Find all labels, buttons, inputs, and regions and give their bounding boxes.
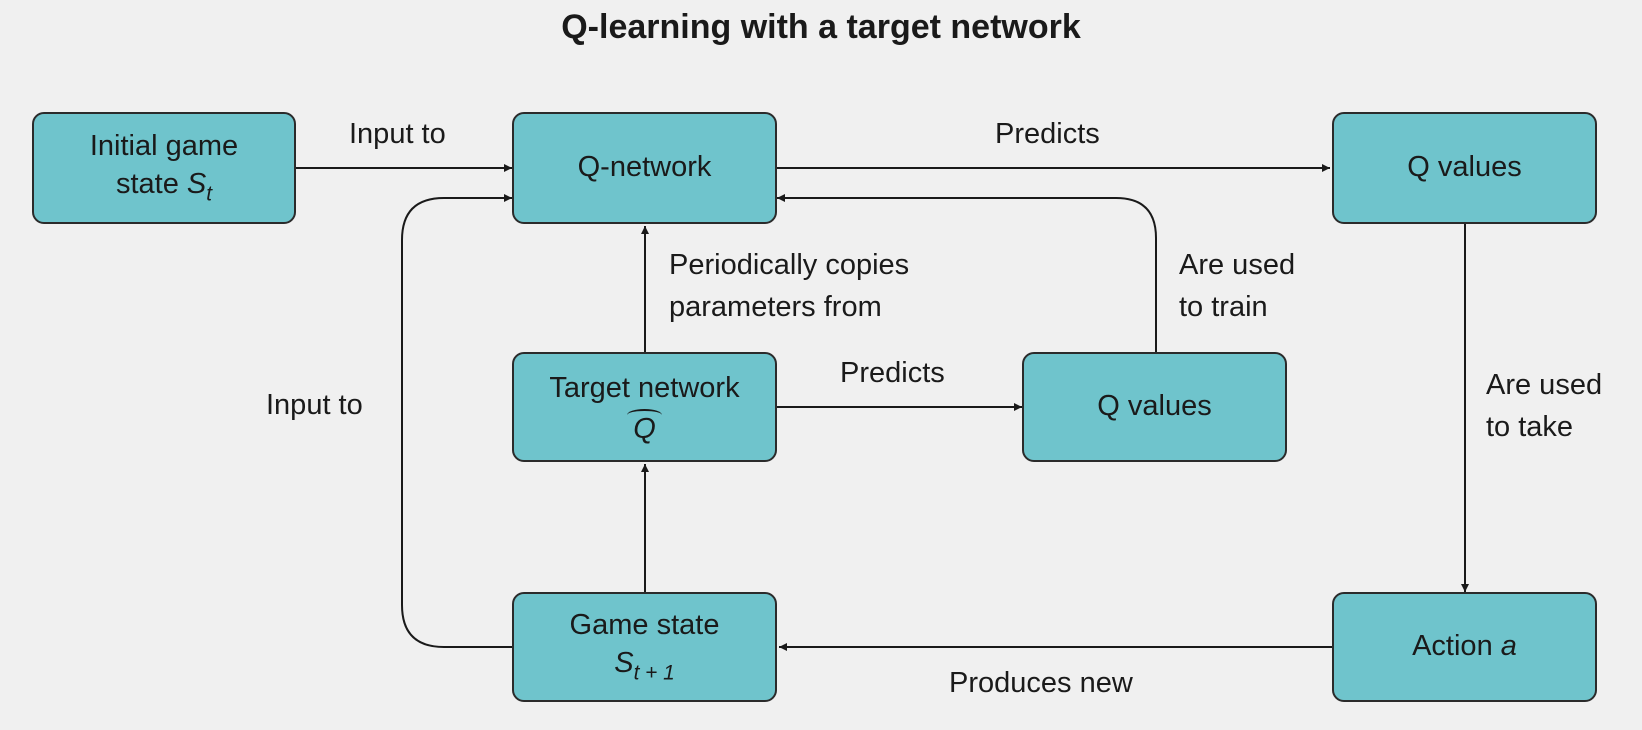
game-state-symbol: St + 1 bbox=[614, 647, 675, 685]
label-predicts-mid: Predicts bbox=[840, 357, 945, 389]
q-values-top-label: Q values bbox=[1407, 151, 1522, 184]
node-q-values-mid: Q values bbox=[1022, 352, 1287, 462]
label-input-to-top: Input to bbox=[349, 118, 446, 150]
label-are-used-to-train: Are used to train bbox=[1179, 249, 1296, 324]
q-hat-symbol: Q bbox=[627, 407, 662, 444]
node-action: Action a bbox=[1332, 592, 1597, 702]
diagram-title: Q-learning with a target network bbox=[561, 8, 1081, 46]
q-network-label: Q-network bbox=[577, 151, 712, 184]
action-label: Action a bbox=[1412, 630, 1517, 663]
game-state-label: Game state bbox=[569, 609, 720, 642]
label-periodically-copies: Periodically copies parameters from bbox=[669, 249, 910, 324]
node-q-values-top: Q values bbox=[1332, 112, 1597, 224]
edge-gamestate-to-qnetwork bbox=[401, 194, 512, 648]
target-network-label: Target network bbox=[549, 371, 740, 404]
initial-state-line1: Initial game bbox=[89, 130, 239, 163]
node-q-network: Q-network bbox=[512, 112, 777, 224]
label-are-used-to-take: Are used to take bbox=[1486, 369, 1603, 444]
label-predicts-top: Predicts bbox=[995, 118, 1100, 150]
q-values-mid-label: Q values bbox=[1097, 390, 1212, 423]
node-initial-game-state: Initial game state St bbox=[32, 112, 296, 224]
edge-qvalues-mid-to-qnetwork bbox=[777, 194, 1157, 352]
label-input-to-left: Input to bbox=[266, 389, 363, 421]
node-game-state: Game state St + 1 bbox=[512, 592, 777, 702]
node-target-network: Target network Q bbox=[512, 352, 777, 462]
label-produces-new: Produces new bbox=[949, 667, 1133, 699]
initial-state-line2: state St bbox=[115, 168, 213, 206]
